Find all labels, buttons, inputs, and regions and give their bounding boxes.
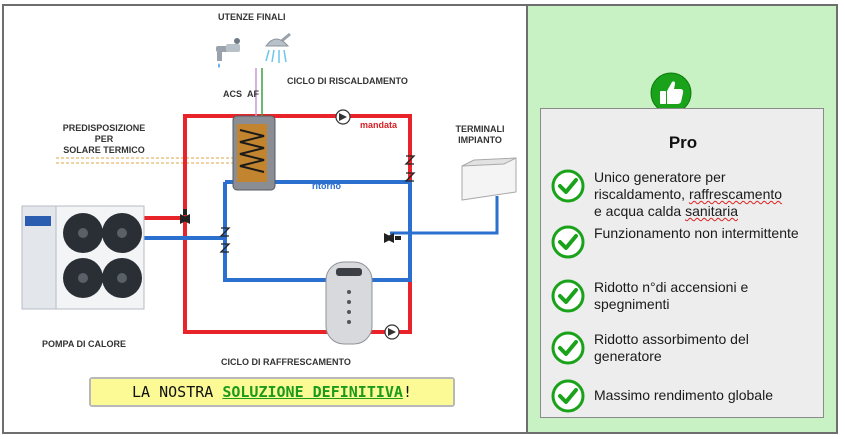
pro-item: Massimo rendimento globale [549,379,821,423]
heating-cycle-label: CICLO DI RISCALDAMENTO [287,76,408,86]
check-icon [551,169,585,203]
system-diagram-panel: UTENZE FINALI ACS AF CICLO DI RISCALDAME… [4,6,526,432]
terminal-return-pipe [390,196,499,235]
supply-loop [183,114,412,334]
check-icon [551,379,585,413]
pro-item-text: Unico generatore per riscaldamento, raff… [594,169,783,219]
check-valve-left-icon [219,227,231,253]
pros-panel: Pro Unico generatore per riscaldamento, … [526,6,836,432]
solar-predisposition-label: PREDISPOSIZIONE PER SOLARE TERMICO [62,123,146,155]
pro-item-text: Funzionamento non intermittente [594,225,799,241]
cooling-cycle-label: CICLO DI RAFFRESCAMENTO [221,357,351,367]
buffer-tank [325,261,373,345]
dhw-storage-tank [232,115,276,191]
check-valve-right-icon [404,155,416,182]
return-loop [223,180,412,282]
heat-pump-label: POMPA DI CALORE [42,339,127,349]
three-way-valve-right-icon [384,233,401,243]
pro-item-text: Massimo rendimento globale [594,387,773,403]
pros-title: Pro [668,133,698,152]
faucet-icon [216,38,240,68]
check-icon [551,331,585,365]
af-label: AF [247,89,259,99]
acs-label: ACS [223,89,243,99]
end-users-label: UTENZE FINALI [218,12,286,22]
system-diagram [21,32,517,345]
pro-item-text: Ridotto assorbimento del generatore [594,331,749,364]
banner-highlight: SOLUZIONE DEFINITIVA [222,383,403,401]
pro-item-text: Ridotto n°di accensioni e spegnimenti [594,279,749,312]
terminal-unit [461,157,517,201]
pro-item: Unico generatore per riscaldamento, raff… [549,169,821,219]
three-way-valve-left-icon [180,209,190,224]
pro-item: Ridotto n°di accensioni e spegnimenti [549,279,821,323]
definitive-solution-banner: LA NOSTRA SOLUZIONE DEFINITIVA! [89,377,455,407]
pro-item: Ridotto assorbimento del generatore [549,331,821,375]
terminals-label: TERMINALI IMPIANTO [455,124,505,145]
supply-pump-icon [335,109,351,125]
banner-prefix: LA NOSTRA [132,383,223,401]
pros-card: Pro Unico generatore per riscaldamento, … [540,108,824,418]
supply-label: mandata [360,120,398,130]
shower-icon [265,32,291,63]
return-label: ritorno [312,181,341,191]
check-icon [551,279,585,313]
banner-suffix: ! [402,383,412,401]
heat-pump-unit [21,205,145,310]
cooling-pump-icon [384,324,400,340]
check-icon [551,225,585,259]
pro-item: Funzionamento non intermittente [549,225,821,269]
